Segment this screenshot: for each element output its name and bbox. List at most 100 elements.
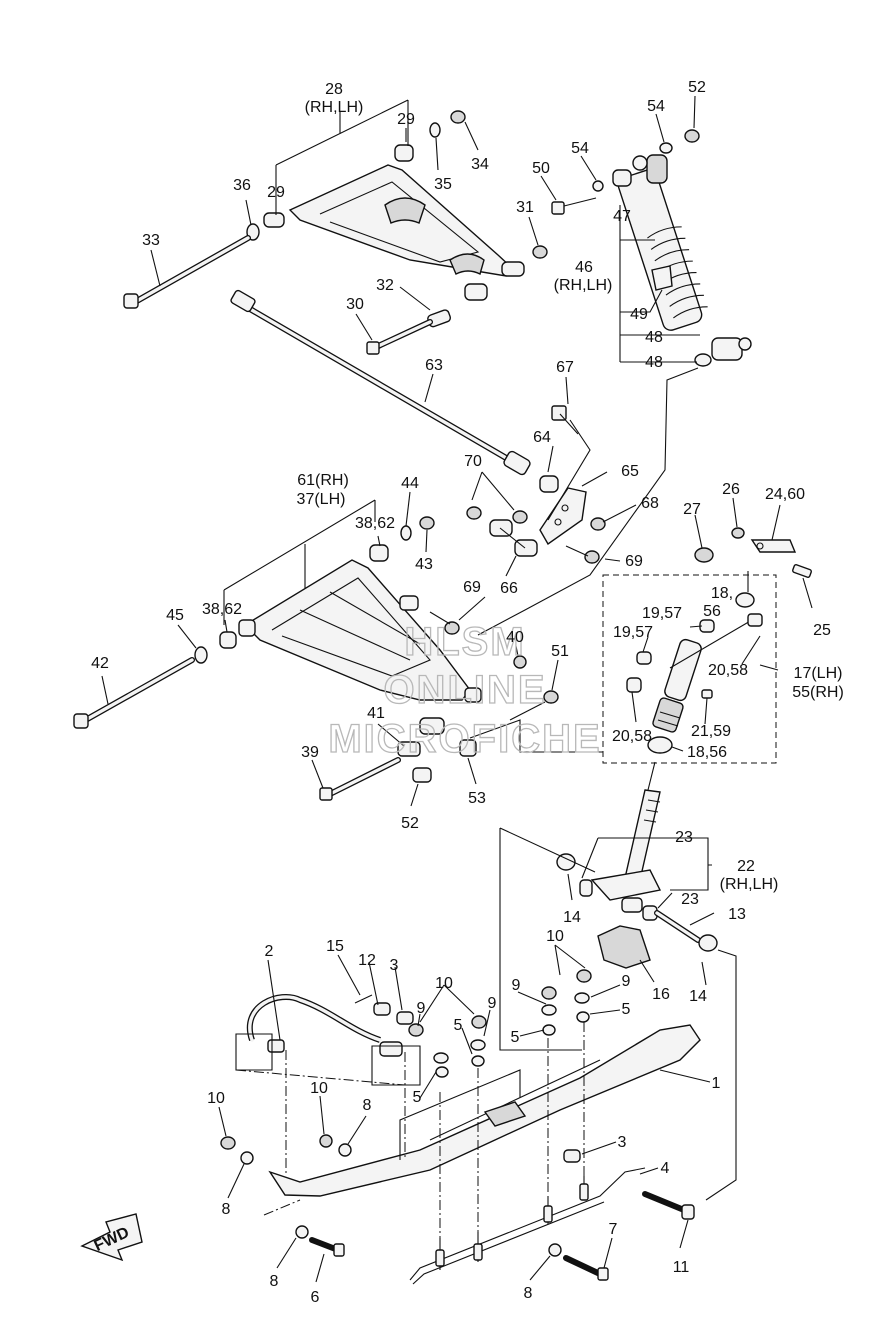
callout-8d: 8 bbox=[524, 1285, 533, 1302]
spindle-17-55 bbox=[652, 613, 763, 733]
collar-14b bbox=[698, 934, 718, 952]
callout-56: 56 bbox=[703, 603, 721, 620]
callout-10c: 10 bbox=[310, 1080, 328, 1097]
nut-70a bbox=[466, 506, 482, 520]
callout-13: 13 bbox=[728, 906, 746, 923]
nut-52a bbox=[684, 129, 700, 143]
callout-labels: 52 54 54 50 47 46 (RH,LH) 49 48 48 28 (R… bbox=[91, 79, 844, 1306]
washer-8b bbox=[338, 1143, 352, 1157]
callout-5c: 5 bbox=[511, 1029, 520, 1046]
callout-22: 22 bbox=[737, 858, 755, 875]
bushing-19-57b bbox=[636, 651, 652, 665]
callout-18-56a: 18, bbox=[711, 585, 733, 602]
callout-54b: 54 bbox=[571, 140, 589, 157]
callout-8a: 8 bbox=[363, 1097, 372, 1114]
callout-27: 27 bbox=[683, 501, 701, 518]
bolt-30 bbox=[366, 319, 433, 355]
nut-10a bbox=[408, 1023, 424, 1037]
callout-5a: 5 bbox=[622, 1001, 631, 1018]
callout-34: 34 bbox=[471, 156, 489, 173]
nut-70b bbox=[512, 510, 528, 524]
collar-52b bbox=[412, 767, 432, 783]
washer-8d bbox=[548, 1243, 562, 1257]
callout-22-side: (RH,LH) bbox=[720, 876, 779, 893]
callout-37: 37(LH) bbox=[297, 491, 346, 508]
callout-10a: 10 bbox=[546, 928, 564, 945]
callout-70: 70 bbox=[464, 453, 482, 470]
callout-66: 66 bbox=[500, 580, 518, 597]
callout-48a: 48 bbox=[645, 329, 663, 346]
callout-1: 1 bbox=[712, 1075, 721, 1092]
nut-31 bbox=[532, 245, 548, 259]
callout-29b: 29 bbox=[267, 184, 285, 201]
callout-24-60: 24,60 bbox=[765, 486, 805, 503]
callout-38-62a: 38,62 bbox=[355, 515, 395, 532]
bolt-11 bbox=[642, 1191, 695, 1220]
callout-46: 46 bbox=[575, 259, 593, 276]
callout-47: 47 bbox=[613, 208, 631, 225]
callout-50: 50 bbox=[532, 160, 550, 177]
bushing-19-57a bbox=[699, 619, 715, 633]
callout-19-57b: 19,57 bbox=[613, 624, 653, 641]
bracket-65 bbox=[539, 487, 587, 546]
ski-1 bbox=[268, 1024, 701, 1197]
callout-32: 32 bbox=[376, 277, 394, 294]
callout-20-58a: 20,58 bbox=[708, 662, 748, 679]
callout-20-58b: 20,58 bbox=[612, 728, 652, 745]
nut-10e bbox=[541, 986, 557, 1000]
callout-5b: 5 bbox=[454, 1017, 463, 1034]
callout-51: 51 bbox=[551, 643, 569, 660]
collar-53 bbox=[459, 739, 477, 757]
watermark-line-2: ONLINE bbox=[383, 668, 546, 712]
watermark: HLSM ONLINE MICROFICHE bbox=[328, 619, 601, 761]
callout-25: 25 bbox=[813, 622, 831, 639]
cap-27 bbox=[694, 547, 714, 563]
bolt-33 bbox=[123, 235, 251, 309]
washer-8a bbox=[240, 1151, 254, 1165]
callout-10b: 10 bbox=[435, 975, 453, 992]
watermark-line-3: MICROFICHE bbox=[328, 717, 601, 761]
callout-31: 31 bbox=[516, 199, 534, 216]
nut-68 bbox=[590, 517, 606, 531]
upper-arm bbox=[263, 144, 525, 301]
callout-26: 26 bbox=[722, 481, 740, 498]
callout-69a: 69 bbox=[625, 553, 643, 570]
watermark-line-1: HLSM bbox=[404, 620, 525, 664]
callout-28: 28 bbox=[325, 81, 343, 98]
callout-2: 2 bbox=[265, 943, 274, 960]
ski-bracket-22 bbox=[590, 789, 662, 913]
callout-19-57a: 19,57 bbox=[642, 605, 682, 622]
callout-45: 45 bbox=[166, 607, 184, 624]
washer-8c bbox=[295, 1225, 309, 1239]
callout-14b: 14 bbox=[689, 988, 707, 1005]
callout-21-59: 21,59 bbox=[691, 723, 731, 740]
bushing-47 bbox=[612, 169, 632, 187]
callout-15: 15 bbox=[326, 938, 344, 955]
bushing-3b bbox=[563, 1149, 581, 1163]
bolt-42 bbox=[73, 657, 195, 729]
callout-12: 12 bbox=[358, 952, 376, 969]
nut-34 bbox=[450, 110, 466, 124]
callout-35: 35 bbox=[434, 176, 452, 193]
grease-21-59 bbox=[701, 689, 713, 699]
callout-55: 55(RH) bbox=[792, 684, 844, 701]
callout-68: 68 bbox=[641, 495, 659, 512]
callout-9a: 9 bbox=[622, 973, 631, 990]
callout-9c: 9 bbox=[417, 1000, 426, 1017]
callout-53: 53 bbox=[468, 790, 486, 807]
callout-3a: 3 bbox=[390, 957, 399, 974]
washer-5d bbox=[576, 1011, 590, 1023]
callout-49: 49 bbox=[630, 306, 648, 323]
washer-9c bbox=[541, 1004, 557, 1016]
callout-46-side: (RH,LH) bbox=[554, 277, 613, 294]
callout-11: 11 bbox=[673, 1259, 690, 1276]
washer-35 bbox=[429, 122, 441, 138]
callout-3b: 3 bbox=[618, 1134, 627, 1151]
washer-5a bbox=[435, 1066, 449, 1078]
collar-54a bbox=[659, 142, 673, 154]
bushing-12 bbox=[373, 1002, 391, 1016]
callout-41: 41 bbox=[367, 705, 385, 722]
callout-17: 17(LH) bbox=[794, 665, 843, 682]
shock-absorber bbox=[617, 154, 752, 361]
